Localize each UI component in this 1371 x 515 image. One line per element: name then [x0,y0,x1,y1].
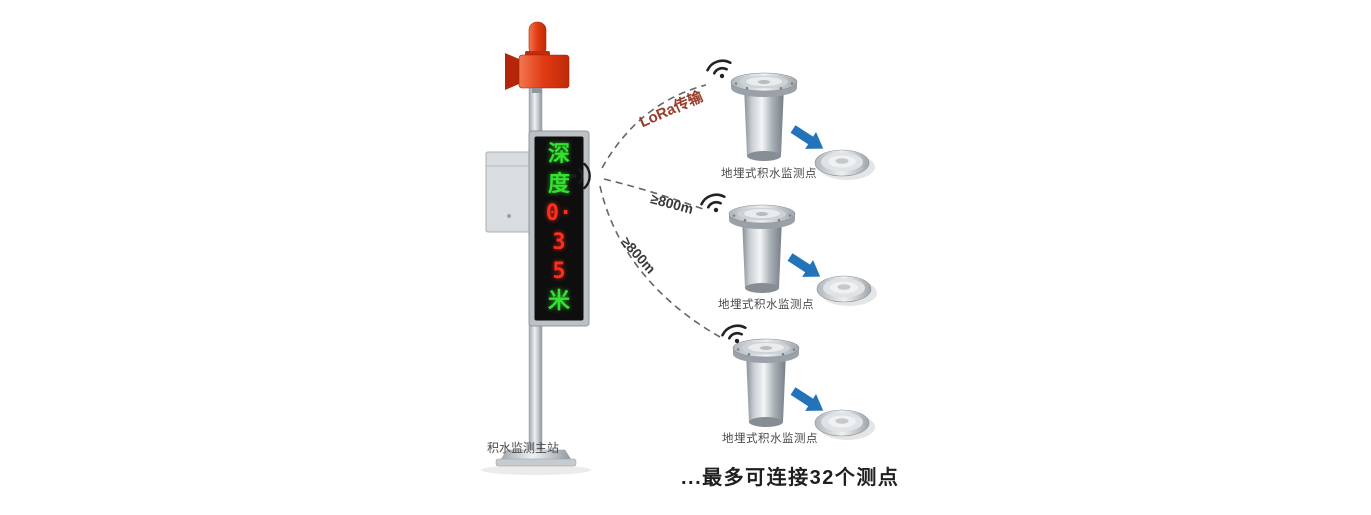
buried-sensor-cylinder [732,338,800,428]
sensor-label-3: 地埋式积水监测点 [722,433,818,445]
blue-arrow-icon [784,248,826,285]
led-char: 0· [545,200,573,226]
led-display [528,130,590,327]
alarm-beacon-icon [505,21,570,93]
link-curve-bottom [599,185,721,338]
caption-max-points: ...最多可连接32个测点 [681,467,900,489]
buried-sensor-cylinder [728,204,796,294]
led-display-text: 深 度 0· 3 5 米 [535,137,583,320]
blue-arrow-icon [787,382,829,419]
main-station-graphic [481,21,591,475]
blue-arrow-icon [787,120,829,157]
link-curve-middle [603,178,707,211]
buried-sensor-1 [704,56,876,181]
led-char: 3 [552,230,566,256]
buried-sensor-3 [719,321,876,441]
main-station-label: 积水监测主站 [487,441,560,455]
led-char: 5 [552,259,566,285]
sensor-disc [816,275,878,307]
control-box [485,151,533,233]
led-char: 米 [547,288,570,314]
sensor-disc [814,409,876,441]
led-char: 度 [547,171,570,197]
buried-sensor-2 [698,190,878,307]
lora-link-curves [599,84,721,338]
sensor-label-2: 地埋式积水监测点 [718,299,814,311]
wifi-icon [698,190,730,218]
sensor-disc [814,149,876,181]
link-curve-top [601,84,707,169]
base-shadow [481,465,591,475]
pole-base-plate [495,458,577,467]
wifi-icon [704,56,736,84]
led-char: 深 [547,142,570,168]
buried-sensor-cylinder [730,72,798,162]
sensor-label-1: 地埋式积水监测点 [721,168,817,180]
